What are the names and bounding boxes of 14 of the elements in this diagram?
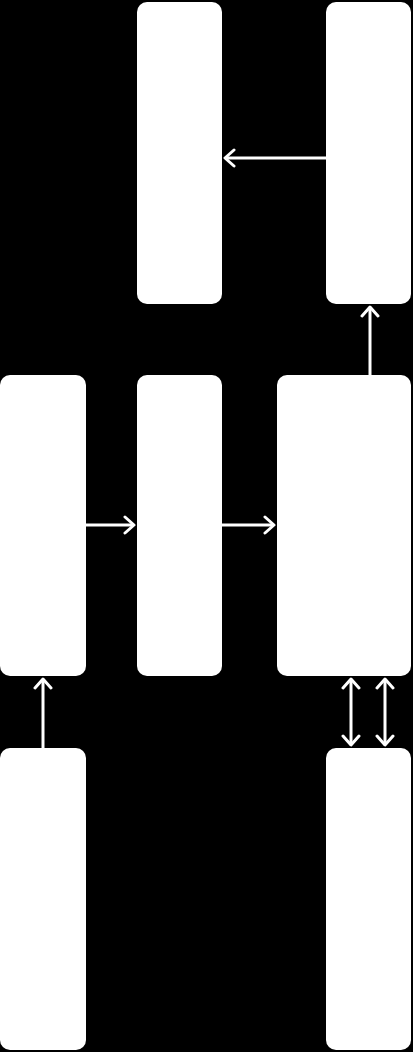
rounded-box bbox=[137, 375, 222, 676]
rounded-box bbox=[137, 2, 222, 304]
rounded-box bbox=[0, 375, 86, 676]
rounded-box bbox=[326, 2, 411, 304]
rounded-box bbox=[277, 375, 411, 676]
arrow bbox=[222, 515, 276, 535]
arrow bbox=[86, 515, 136, 535]
rounded-box bbox=[326, 748, 411, 1050]
arrow bbox=[341, 677, 361, 747]
arrow bbox=[375, 677, 395, 747]
arrow bbox=[33, 677, 53, 748]
rounded-box bbox=[0, 748, 86, 1050]
arrow bbox=[223, 148, 326, 168]
arrow bbox=[360, 305, 380, 375]
